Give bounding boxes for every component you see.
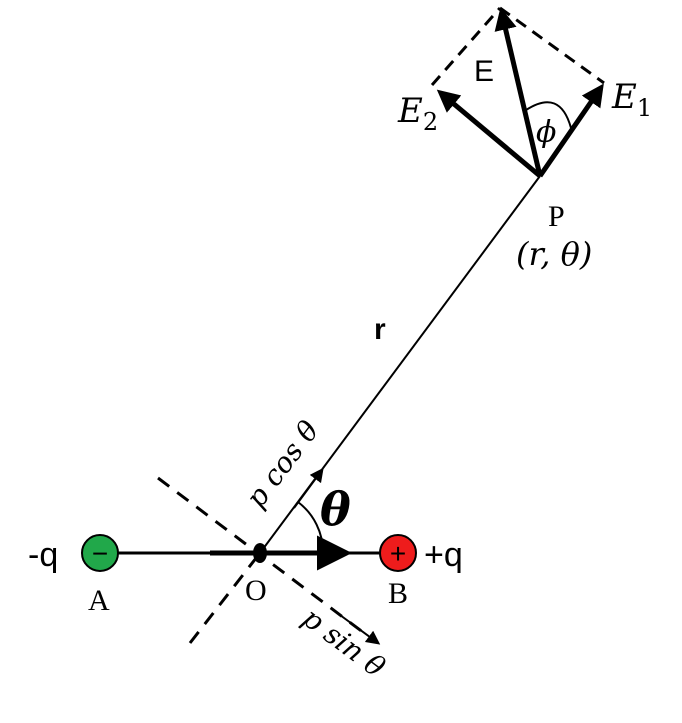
field-e2-arrow	[436, 89, 542, 178]
field-e2-subscript: 2	[423, 108, 438, 136]
perpendicular-dashed-line	[157, 476, 377, 644]
p-cos-theta-label: p cos θ	[239, 415, 325, 514]
point-b-label: B	[388, 577, 408, 610]
negative-charge	[81, 534, 119, 572]
field-phi-label: ϕ	[536, 115, 556, 150]
positive-charge-label: +q	[424, 536, 463, 574]
parallelogram-dashed-upper-left	[430, 7, 502, 86]
field-resultant-arrow	[494, 7, 543, 177]
phi-arc	[525, 101, 572, 129]
origin-dot	[253, 543, 267, 563]
field-e2-letter: E	[397, 91, 423, 131]
theta-arc	[297, 501, 325, 554]
point-p-coords: (r, θ)	[516, 235, 592, 273]
point-p-label: P	[548, 200, 565, 233]
field-e1-letter: E	[611, 77, 637, 117]
positive-charge-symbol: +	[390, 538, 406, 569]
field-e1-label: E1	[611, 77, 652, 122]
field-e1-subscript: 1	[637, 94, 652, 122]
field-e-label: E	[474, 55, 494, 88]
theta-label: θ	[320, 482, 351, 536]
field-e1-arrow	[537, 83, 604, 178]
parallelogram-dashed-upper-right	[499, 6, 605, 85]
point-a-label: A	[88, 584, 110, 617]
positive-charge	[379, 534, 417, 572]
negative-charge-label: -q	[28, 536, 58, 574]
dashed-line-lower	[188, 552, 262, 644]
field-e2-label: E2	[397, 91, 438, 136]
p-sin-arrow	[339, 614, 381, 645]
origin-label: O	[245, 574, 267, 607]
distance-r-label: r	[374, 313, 386, 346]
negative-charge-symbol: −	[92, 538, 108, 569]
